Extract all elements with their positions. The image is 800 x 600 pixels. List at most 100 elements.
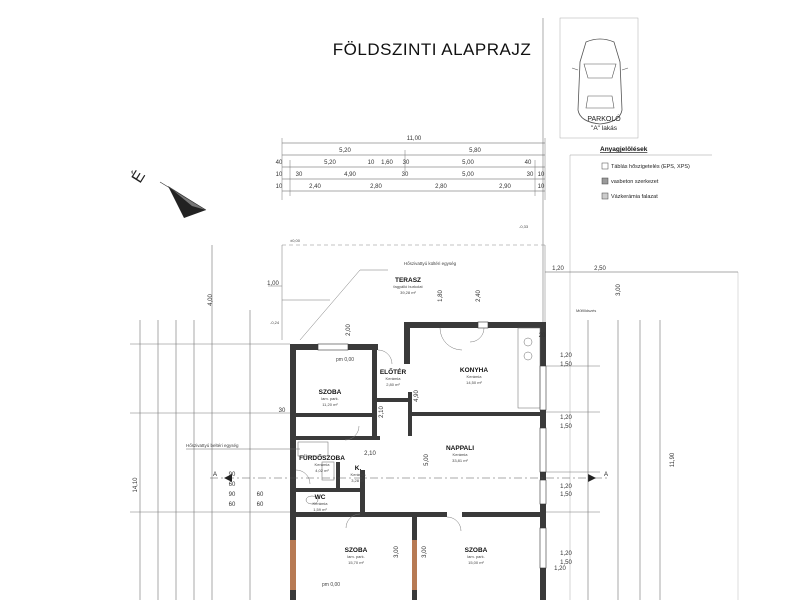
room-k-sub: Kerámia	[351, 472, 367, 477]
parking-sub: "A" lakás	[591, 125, 618, 132]
dim-misc-11: 3,00	[394, 546, 400, 558]
kitchen-counter	[517, 327, 541, 409]
dim-top3-2: 10	[368, 160, 375, 166]
dim-top5-3: 2,80	[435, 184, 447, 190]
north-arrow-icon	[159, 181, 207, 218]
right-dimensions	[545, 271, 738, 600]
room-k-name: K.	[355, 465, 362, 472]
parking-label: PARKOLÓ	[587, 114, 621, 123]
annotation-mulfolok: Műfőldszés	[576, 308, 596, 313]
dim-top4-1: 30	[296, 172, 303, 178]
dim-misc-10: 2,10	[379, 406, 385, 418]
dim-top3-0: 40	[276, 160, 283, 166]
dim-misc-16: 1,50	[560, 424, 572, 430]
room-szoba2-sub: lam. park.	[347, 554, 365, 559]
dim-top5-0: 10	[276, 184, 283, 190]
section-marker-right-icon	[588, 474, 596, 482]
dim-top3-3: 1,60	[381, 160, 393, 166]
dim-misc-5: 2,00	[346, 324, 352, 336]
dim-misc-15: 1,20	[560, 415, 572, 421]
dim-misc-20: 1,50	[560, 560, 572, 566]
dim-top2-1: 5,80	[469, 148, 481, 154]
annotation-kulteri: Hőszivattyú kültéri egység	[404, 261, 457, 266]
room-terasz-sub: fagyálló burkolat	[393, 284, 423, 289]
dim-top4-4: 5,00	[462, 172, 474, 178]
dim-top5-5: 10	[538, 184, 545, 190]
room-nappali-name: NAPPALI	[446, 445, 474, 452]
dim-misc-12: 3,00	[422, 546, 428, 558]
dim-misc-18: 1,50	[560, 492, 572, 498]
dim-misc-6: 4,00	[208, 294, 214, 306]
dim-top3-5: 5,00	[462, 160, 474, 166]
section-marker-left-icon	[224, 474, 232, 482]
room-konyha-name: KONYHA	[460, 367, 488, 374]
dim-misc-0: 1,00	[267, 281, 279, 287]
legend-item-1: vasbeton szerkezet	[611, 179, 659, 185]
room-eloter-name: ELŐTÉR	[380, 367, 407, 376]
dim-misc-25: 60	[257, 492, 264, 498]
dim-top2-0: 5,20	[339, 148, 351, 154]
room-eloter-area: 2,80 m²	[386, 382, 400, 387]
dim-misc-26: 60	[257, 502, 264, 508]
dim-top5-2: 2,80	[370, 184, 382, 190]
parking-car-icon	[559, 17, 639, 139]
room-szoba1-name: SZOBA	[319, 389, 342, 396]
elev-1: ±0,00	[290, 238, 301, 243]
dim-misc-9: 2,10	[364, 451, 376, 457]
windows	[290, 321, 547, 590]
section-label-right: A	[604, 472, 608, 478]
dim-misc-24: 60	[229, 502, 236, 508]
legend-item-0: Táblás hőszigetelés (EPS, XPS)	[611, 164, 690, 170]
dim-top3-6: 40	[525, 160, 532, 166]
room-konyha-sub: Kerámia	[467, 374, 483, 379]
dim-misc-2: 2,40	[476, 290, 482, 302]
dim-top5-1: 2,40	[309, 184, 321, 190]
dim-top4-5: 30	[527, 172, 534, 178]
room-szoba3-area: 15,00 m²	[468, 560, 484, 565]
room-szoba2-name: SZOBA	[345, 547, 368, 554]
room-szoba2-area: 15,70 m²	[348, 560, 364, 565]
room-szoba3-sub: lam. park.	[467, 554, 485, 559]
section-label-left: A	[213, 472, 217, 478]
dim-misc-23: 90	[229, 492, 236, 498]
room-wc-sub: Kerámia	[313, 501, 329, 506]
legend-swatch-0	[601, 162, 609, 170]
dim-top3-1: 5,20	[324, 160, 336, 166]
dim-top4-3: 30	[402, 172, 409, 178]
room-furdo-name: FÜRDŐSZOBA	[299, 453, 345, 462]
dim-top3-4: 30	[403, 160, 410, 166]
doors	[295, 327, 485, 532]
dim-misc-7: 4,90	[414, 390, 420, 402]
legend-swatch-1	[601, 177, 609, 185]
dim-top4-2: 4,90	[344, 172, 356, 178]
room-k-area: 3,28 m²	[351, 478, 365, 483]
dim-misc-14: 1,50	[560, 362, 572, 368]
dim-right-top-1: 2,50	[594, 266, 606, 272]
legend-title: Anyagjelölések	[600, 146, 648, 153]
dim-right-main: 11,90	[670, 452, 676, 467]
room-nappali-sub: Kerámia	[453, 452, 469, 457]
left-dimensions	[130, 245, 290, 600]
dim-misc-17: 1,20	[560, 484, 572, 490]
dim-top4-6: 10	[538, 172, 545, 178]
room-konyha-area: 14,50 m²	[466, 380, 482, 385]
north-label: É	[127, 167, 149, 186]
dim-misc-4: 3,00	[616, 284, 622, 296]
legend: Anyagjelölések Táblás hőszigetelés (EPS,…	[600, 146, 690, 200]
dim-top5-4: 2,90	[499, 184, 511, 190]
plan-title: FÖLDSZINTI ALAPRAJZ	[333, 40, 531, 59]
elev-2: -0,33	[519, 224, 529, 229]
dim-right-top-0: 1,20	[552, 266, 564, 272]
annotation-belteri: Hőszivattyú beltéri egység	[186, 443, 239, 448]
legend-swatch-2	[601, 192, 609, 200]
room-furdo-sub: Kerámia	[315, 462, 331, 467]
level-marker-2: pm 0,00	[322, 582, 340, 588]
dim-left-main: 14,10	[133, 477, 139, 493]
room-szoba1-area: 11,20 m²	[322, 402, 338, 407]
dim-misc-3: 1,20	[554, 566, 566, 572]
room-nappali-area: 33,81 m²	[452, 458, 468, 463]
room-terasz-name: TERASZ	[395, 277, 421, 284]
dim-misc-8: 5,00	[424, 454, 430, 466]
